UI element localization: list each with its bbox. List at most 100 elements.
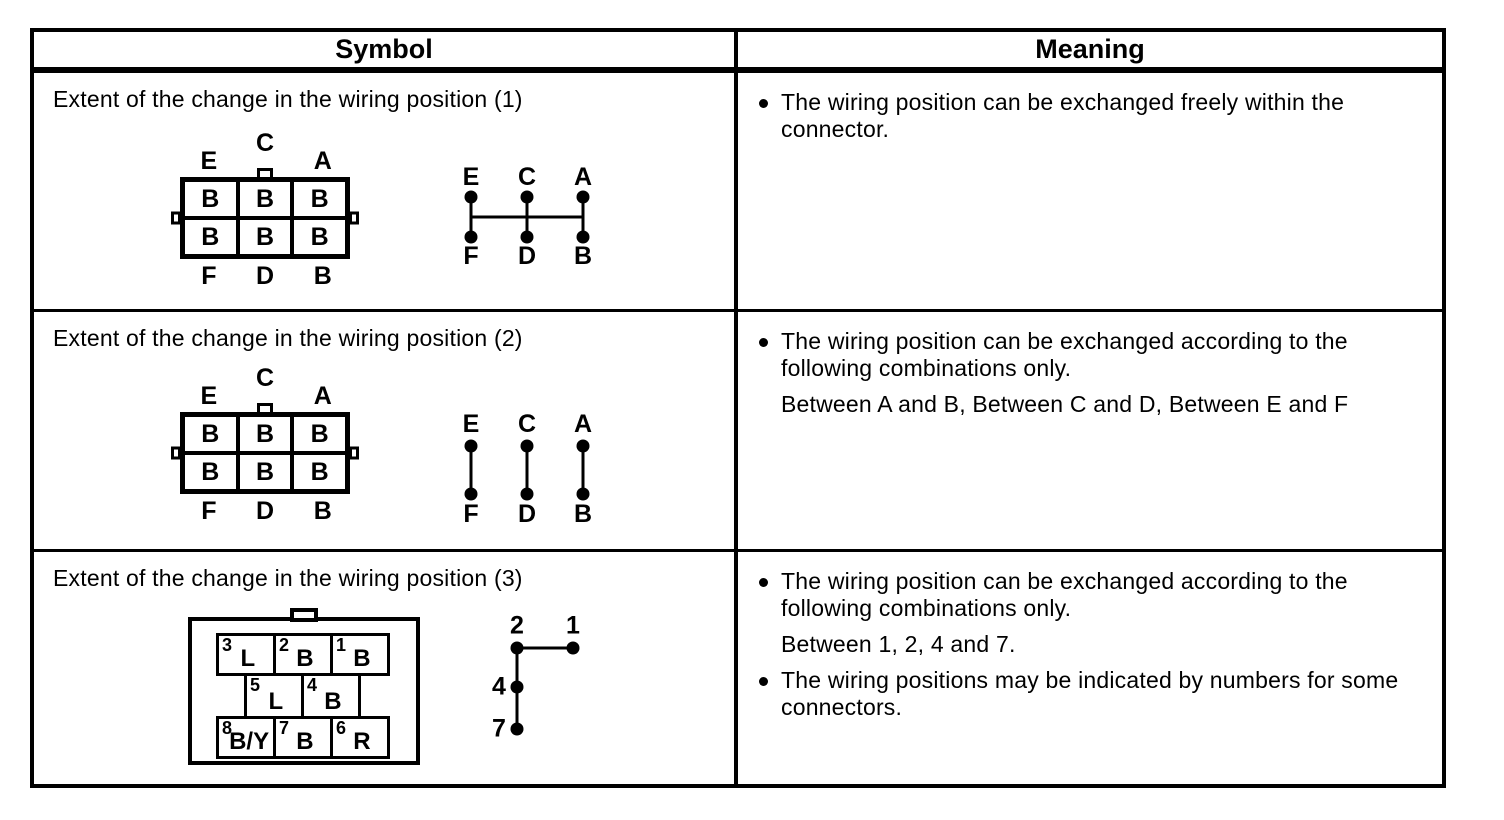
pin-number: 5: [250, 675, 261, 695]
pin-cell: B: [237, 180, 293, 218]
terminal-dot-icon: [510, 722, 524, 736]
terminal-dot-icon: [576, 230, 590, 244]
symbol-label: F: [463, 500, 479, 528]
meaning-item: The wiring position can be exchanged acc…: [759, 328, 1422, 382]
pin-cell: B: [183, 453, 238, 491]
pin-number: 3: [222, 635, 233, 655]
connector-side-tab-icon: [349, 446, 359, 460]
connection-line: [469, 446, 473, 494]
symbol-label: C: [517, 163, 537, 191]
connector-lock-tab-icon: [290, 608, 318, 622]
pin-number: 1: [336, 635, 347, 655]
pin-cell: B: [183, 218, 238, 256]
row3-title: Extent of the change in the wiring posit…: [53, 565, 523, 591]
pin-cell: B: [183, 180, 238, 218]
meaning-text: The wiring positions may be indicated by…: [781, 667, 1399, 720]
meaning-text: The wiring position can be exchanged acc…: [781, 568, 1348, 621]
pin-cell: 5 L: [244, 673, 304, 719]
wire-color-code: B: [353, 645, 371, 672]
connection-line: [581, 446, 585, 494]
connector-8pin-diagram: 3 L 2 B 1 B 5 L 4 B: [188, 608, 420, 765]
pin-number: 2: [279, 635, 290, 655]
wire-color-code: B/Y: [229, 728, 270, 755]
pin-position-label: B: [313, 497, 332, 525]
exchange-symbol-free: E C A F D B: [452, 165, 602, 269]
bullet-dot: [759, 677, 768, 686]
pin-cell: 2 B: [273, 633, 333, 676]
symbol-label: 2: [510, 611, 524, 640]
terminal-dot-icon: [464, 487, 478, 501]
meaning-item: The wiring position can be exchanged acc…: [759, 568, 1422, 622]
pin-cell: B: [237, 218, 293, 256]
pin-cell: B: [292, 453, 347, 491]
exchange-symbol-pairs: E C A F D B: [452, 412, 602, 528]
pin-position-label: F: [201, 262, 217, 290]
row3-meaning-cell: The wiring position can be exchanged acc…: [738, 552, 1442, 784]
pin-position-label: A: [313, 147, 332, 175]
pin-position-label: A: [313, 382, 332, 410]
connector-6pin-diagram: B B B B B B E C A F D B: [171, 366, 359, 524]
pin-number: 8: [222, 718, 233, 738]
row1-symbol-cell: Extent of the change in the wiring posit…: [34, 73, 738, 312]
wire-color-code: B: [324, 688, 342, 715]
exchange-symbol-numbers: 2 1 4 7: [489, 611, 599, 744]
pin-position-label: D: [255, 497, 275, 525]
symbol-label: E: [462, 410, 480, 438]
pin-cell: B: [237, 415, 293, 453]
bullet-dot: [759, 338, 768, 347]
symbol-label: 4: [492, 672, 506, 701]
pin-cell: B: [237, 453, 293, 491]
symbol-label: D: [517, 500, 537, 528]
meaning-item: The wiring position can be exchanged fre…: [759, 89, 1422, 143]
connector-6pin-diagram: B B B B B B E C A F D B: [171, 131, 359, 289]
connector-side-tab-icon: [171, 211, 181, 225]
connection-line: [471, 215, 583, 219]
terminal-dot-icon: [464, 230, 478, 244]
meaning-text: The wiring position can be exchanged acc…: [781, 328, 1348, 381]
row2-symbol-cell: Extent of the change in the wiring posit…: [34, 312, 738, 552]
wire-color-code: R: [353, 728, 371, 755]
pin-number: 7: [279, 718, 290, 738]
symbol-header-label: Symbol: [335, 34, 433, 64]
symbol-label: C: [517, 410, 537, 438]
pin-cell: 1 B: [330, 633, 390, 676]
pin-cell: B: [292, 218, 347, 256]
connector-side-tab-icon: [171, 446, 181, 460]
pin-cell: 7 B: [273, 716, 333, 759]
row2-title: Extent of the change in the wiring posit…: [53, 325, 523, 351]
meaning-text: Between A and B, Between C and D, Betwee…: [781, 391, 1349, 417]
wire-color-code: L: [268, 688, 284, 715]
pin-position-label: B: [313, 262, 332, 290]
wire-color-code: B: [296, 728, 314, 755]
pin-position-label: C: [255, 364, 275, 392]
terminal-dot-icon: [576, 487, 590, 501]
meaning-item: The wiring positions may be indicated by…: [759, 667, 1422, 721]
meaning-header-label: Meaning: [1035, 34, 1145, 64]
column-header-meaning: Meaning: [738, 32, 1442, 73]
meaning-item: Between 1, 2, 4 and 7.: [759, 631, 1422, 658]
bullet-dot: [759, 578, 768, 587]
terminal-dot-icon: [510, 641, 524, 655]
terminal-dot-icon: [520, 230, 534, 244]
symbol-label: D: [517, 242, 537, 270]
symbol-label: 7: [492, 714, 506, 743]
pin-cell: B: [183, 415, 238, 453]
row2-meaning-cell: The wiring position can be exchanged acc…: [738, 312, 1442, 552]
connection-line: [525, 446, 529, 494]
pin-cell: B: [292, 180, 347, 218]
meaning-text: The wiring position can be exchanged fre…: [781, 89, 1345, 142]
symbol-label: B: [573, 242, 593, 270]
column-header-symbol: Symbol: [34, 32, 738, 73]
connector-side-tab-icon: [349, 211, 359, 225]
pin-position-label: E: [200, 147, 218, 175]
pin-cell: 8 B/Y: [216, 716, 276, 759]
pin-position-label: E: [200, 382, 218, 410]
pin-grid: B B B B B B: [180, 412, 350, 494]
symbol-label: E: [462, 163, 480, 191]
pin-cell: 4 B: [301, 673, 361, 719]
symbol-label: 1: [566, 611, 580, 640]
connection-line: [517, 646, 573, 650]
row1-title: Extent of the change in the wiring posit…: [53, 86, 523, 112]
symbol-label: B: [573, 500, 593, 528]
